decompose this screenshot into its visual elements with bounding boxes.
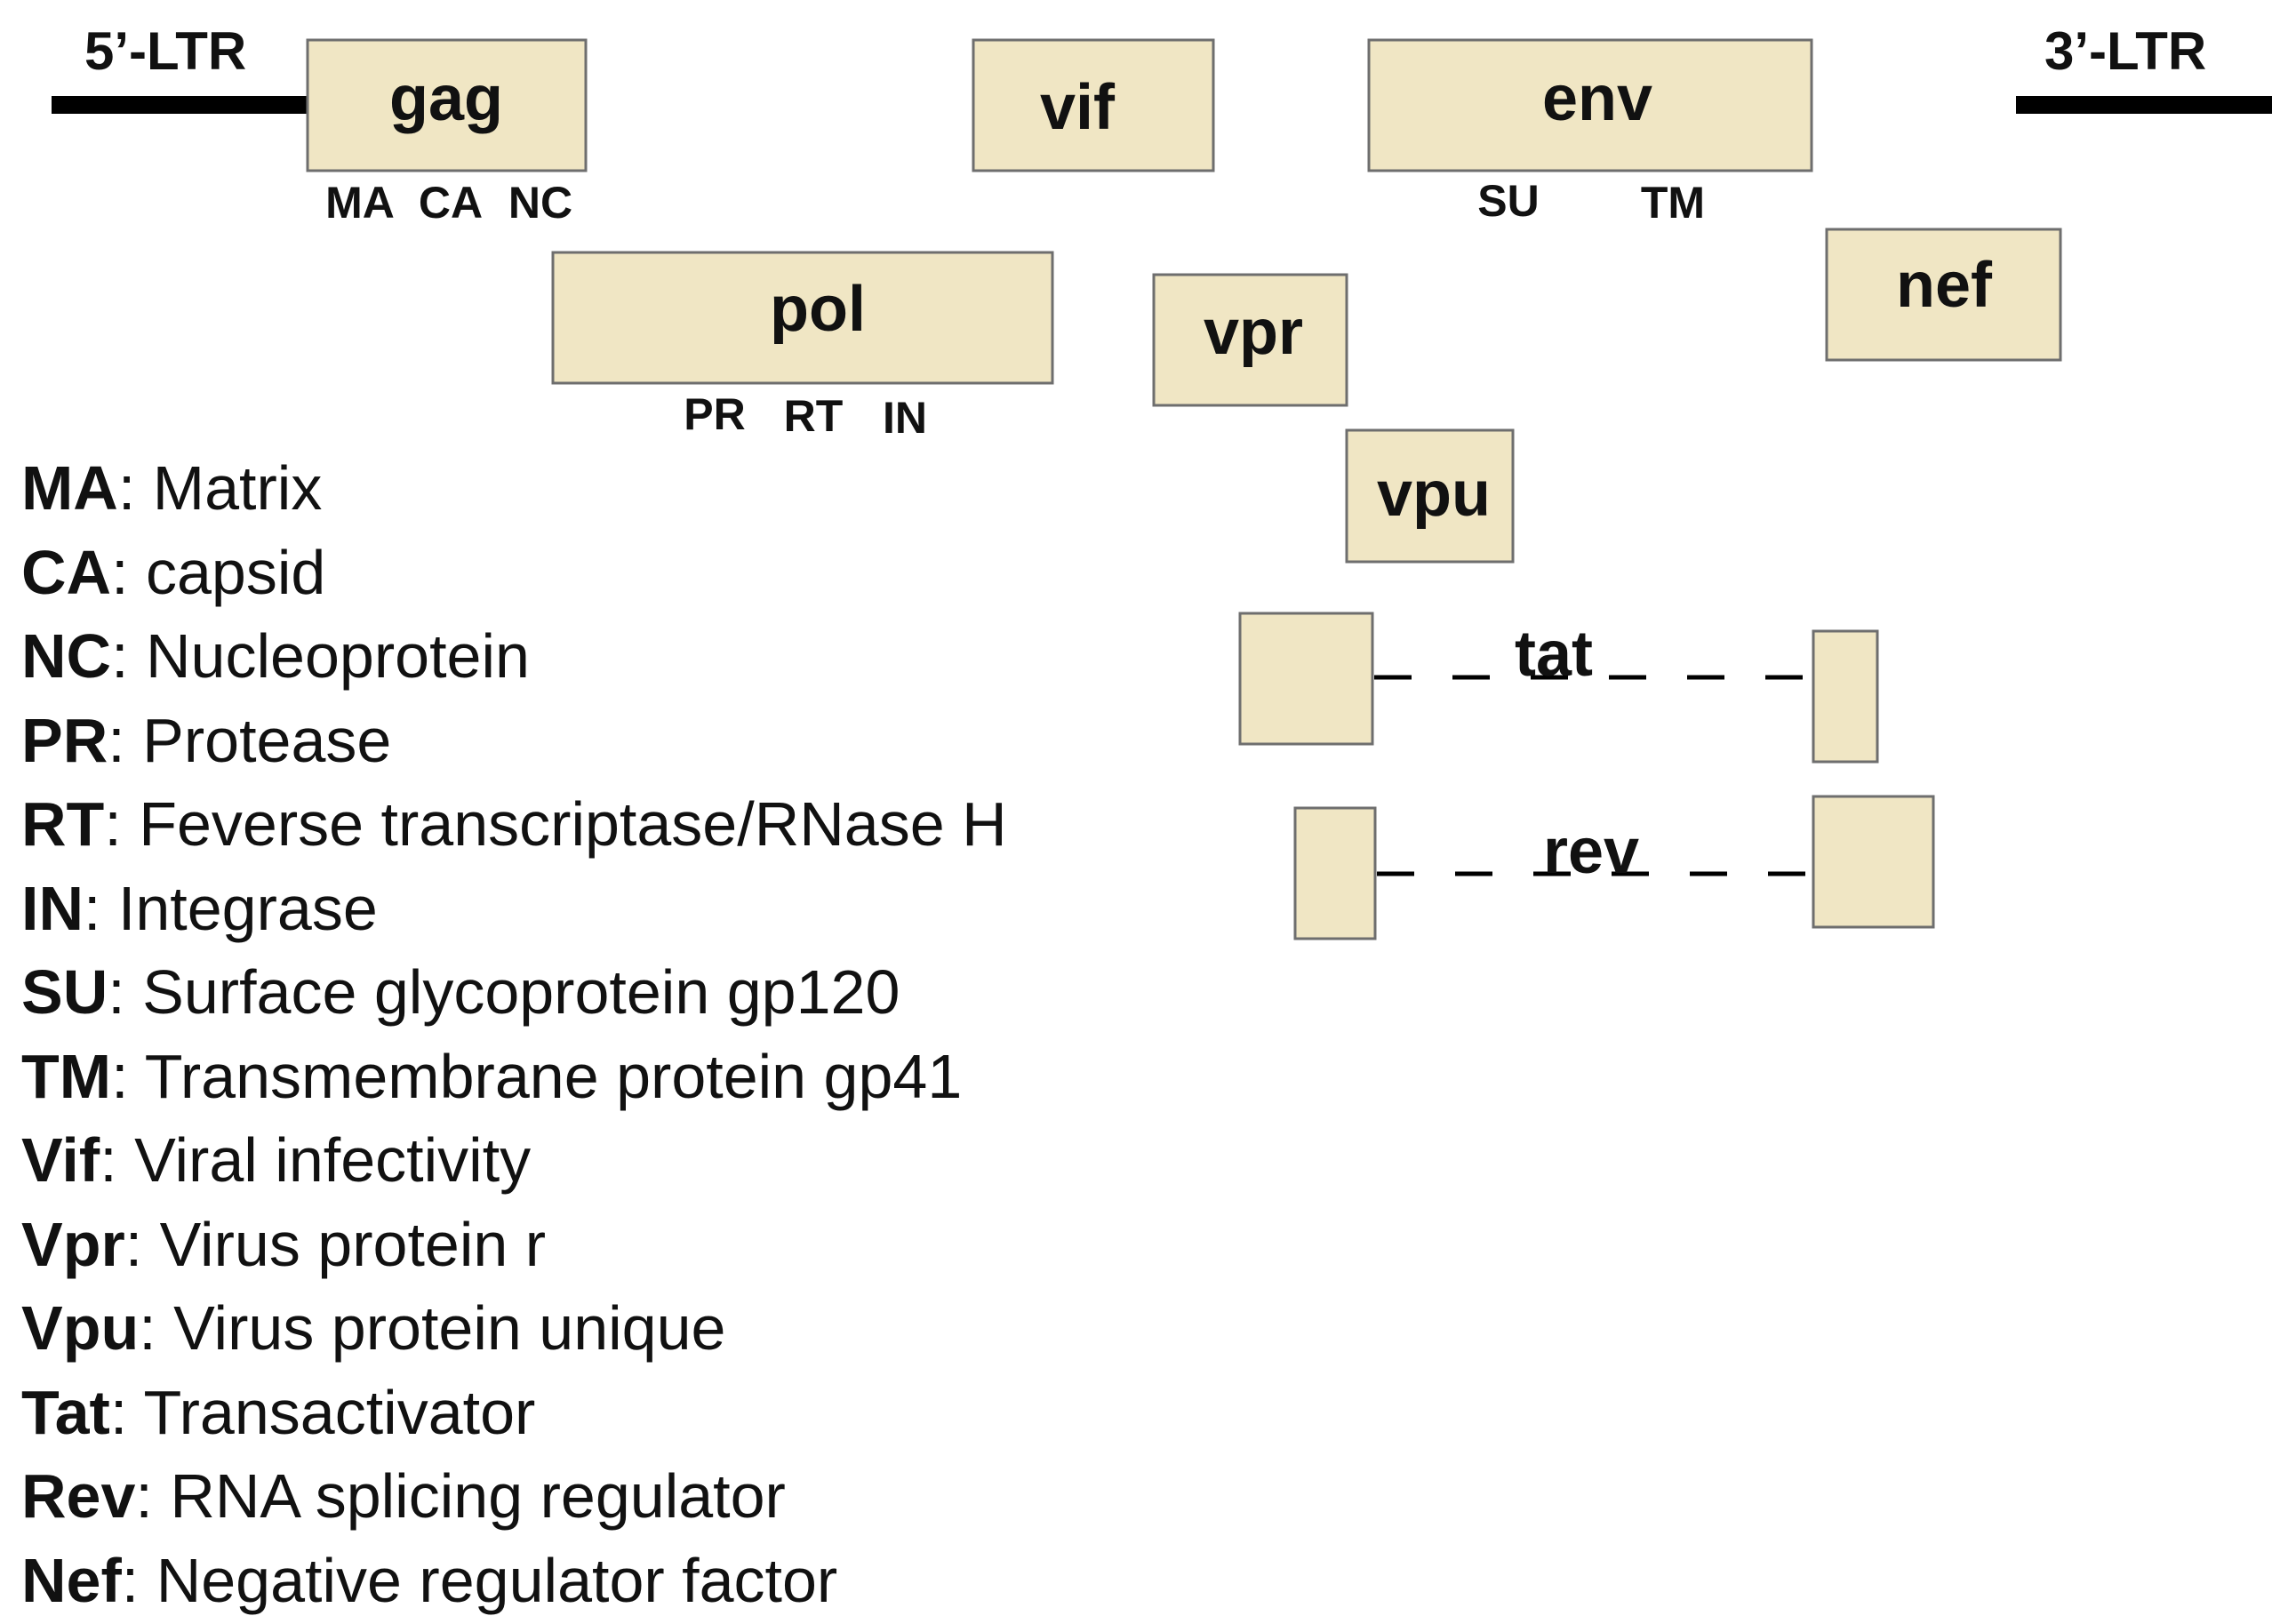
pol-subunit-rt: RT <box>784 391 844 441</box>
legend-abbr: CA <box>21 537 112 607</box>
legend-abbr: Tat <box>21 1377 110 1447</box>
ltr-5-label: 5’-LTR <box>84 21 246 81</box>
legend-item-tm: TM: Transmembrane protein gp41 <box>21 1035 1007 1119</box>
pol-subunit-in: IN <box>883 393 927 443</box>
legend-item-in: IN: Integrase <box>21 867 1007 951</box>
legend-item-pr: PR: Protease <box>21 699 1007 783</box>
gene-vif-label: vif <box>1040 72 1116 143</box>
gene-gag-box <box>306 38 588 172</box>
legend-desc: : Transmembrane protein gp41 <box>111 1041 963 1111</box>
legend-abbr: NC <box>21 621 112 691</box>
legend-item-rt: RT: Feverse transcriptase/RNase H <box>21 782 1007 867</box>
legend-item-su: SU: Surface glycoprotein gp120 <box>21 950 1007 1035</box>
gag-subunit-nc: NC <box>508 178 572 228</box>
gene-vpu-box <box>1345 428 1515 564</box>
gene-rev-label: rev <box>1543 816 1639 887</box>
legend-item-nc: NC: Nucleoprotein <box>21 614 1007 699</box>
legend-desc: : Integrase <box>84 873 378 943</box>
legend-abbr: PR <box>21 705 108 775</box>
legend-abbr: SU <box>21 957 108 1027</box>
gene-rev-exon1-box <box>1293 806 1377 940</box>
legend-abbr: TM <box>21 1041 112 1111</box>
gene-gag-label: gag <box>389 63 503 134</box>
legend-desc: : Feverse transcriptase/RNase H <box>104 789 1007 859</box>
gene-pol-box <box>551 251 1054 385</box>
legend-item-tat: Tat: Transactivator <box>21 1371 1007 1455</box>
legend-item-ca: CA: capsid <box>21 531 1007 615</box>
ltr-3-label: 3’-LTR <box>2044 21 2206 81</box>
legend-desc: : Negative regulator factor <box>121 1545 838 1615</box>
legend-abbr: RT <box>21 789 105 859</box>
gene-env-label: env <box>1542 63 1652 134</box>
gene-tat-exon1-box <box>1238 612 1374 746</box>
legend-item-rev: Rev: RNA splicing regulator <box>21 1454 1007 1539</box>
legend-desc: : Nucleoprotein <box>111 621 530 691</box>
legend-desc: : Surface glycoprotein gp120 <box>108 957 900 1027</box>
gene-env-box <box>1367 38 1813 172</box>
legend-abbr: Vif <box>21 1125 100 1195</box>
legend-abbr: Vpu <box>21 1293 140 1363</box>
gene-vpr-label: vpr <box>1204 297 1303 368</box>
legend-desc: : Transactivator <box>109 1377 536 1447</box>
legend-abbr: Nef <box>21 1545 122 1615</box>
legend-desc: : Viral infectivity <box>100 1125 532 1195</box>
legend-desc: : RNA splicing regulator <box>135 1461 786 1531</box>
legend-item-vif: Vif: Viral infectivity <box>21 1118 1007 1203</box>
legend-abbr: Rev <box>21 1461 136 1531</box>
gene-vpu-label: vpu <box>1377 459 1491 530</box>
legend-desc: : Protease <box>108 705 392 775</box>
legend-abbr: Vpr <box>21 1209 125 1279</box>
legend-desc: : Virus protein unique <box>139 1293 726 1363</box>
gene-nef-label: nef <box>1896 250 1993 321</box>
gene-pol-label: pol <box>770 274 866 345</box>
legend-item-vpr: Vpr: Virus protein r <box>21 1203 1007 1287</box>
legend-item-vpu: Vpu: Virus protein unique <box>21 1286 1007 1371</box>
gag-subunit-ca: CA <box>419 178 483 228</box>
legend-item-nef: Nef: Negative regulator factor <box>21 1539 1007 1623</box>
legend-desc: : Virus protein r <box>124 1209 547 1279</box>
legend-item-ma: MA: Matrix <box>21 446 1007 531</box>
gene-tat-exon2-box <box>1812 629 1879 764</box>
abbreviation-legend: MA: Matrix CA: capsid NC: Nucleoprotein … <box>21 446 1007 1622</box>
gene-nef-box <box>1825 228 2062 362</box>
legend-desc: : capsid <box>111 537 326 607</box>
gag-subunit-ma: MA <box>325 178 395 228</box>
legend-abbr: MA <box>21 453 118 523</box>
gene-tat-label: tat <box>1515 619 1593 690</box>
env-subunit-su: SU <box>1477 176 1539 226</box>
gene-vif-box <box>972 38 1215 172</box>
env-subunit-tm: TM <box>1641 178 1705 228</box>
gene-vpr-box <box>1152 273 1348 407</box>
legend-abbr: IN <box>21 873 84 943</box>
gene-rev-exon2-box <box>1812 795 1935 929</box>
legend-desc: : Matrix <box>117 453 323 523</box>
pol-subunit-pr: PR <box>684 389 745 439</box>
